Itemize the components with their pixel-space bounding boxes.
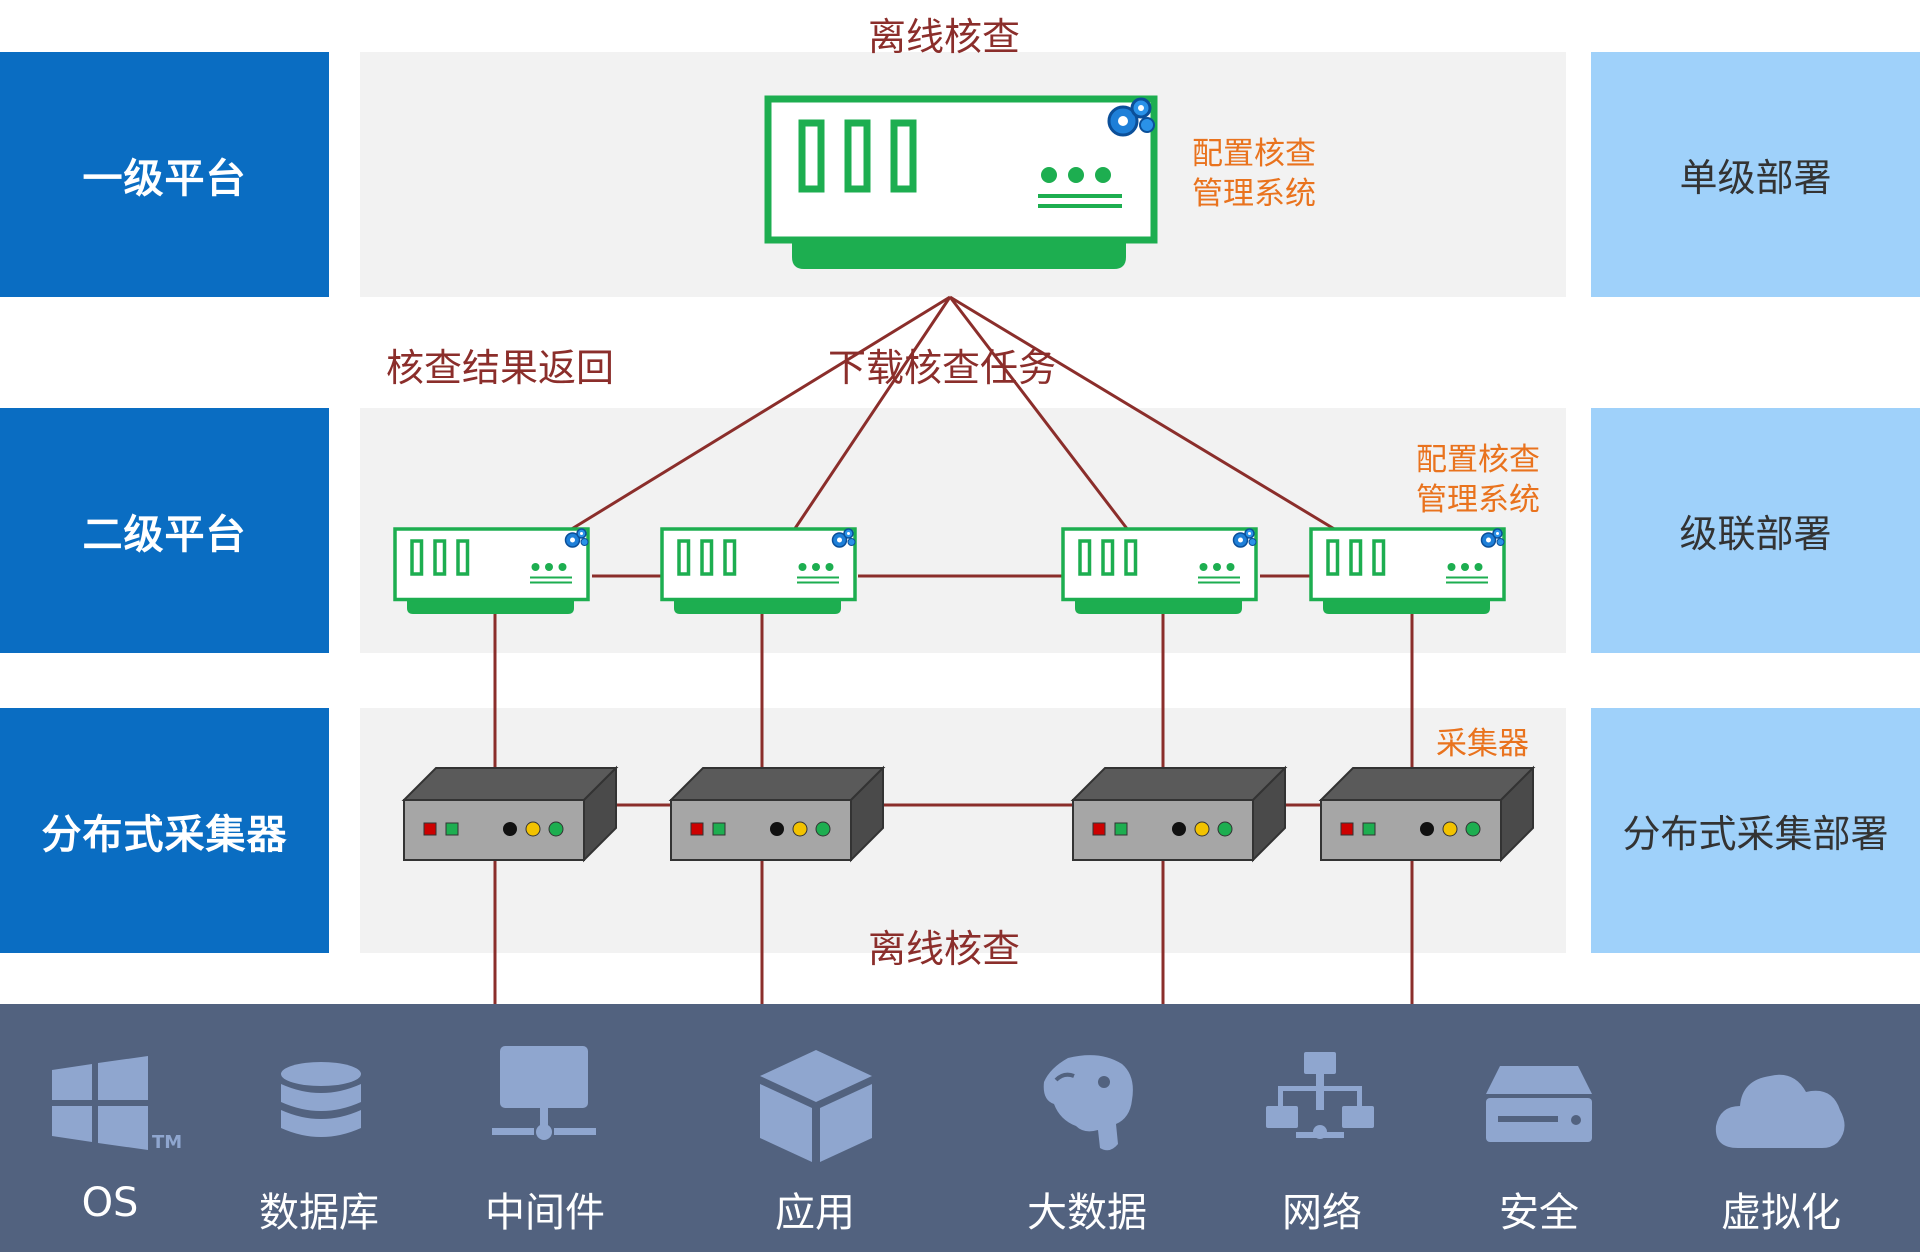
resource-label-os: OS	[81, 1180, 139, 1226]
secondary-server-icon-4	[1309, 527, 1506, 616]
deploy-label-single: 单级部署	[1591, 52, 1920, 297]
resource-label-database: 数据库	[259, 1190, 379, 1236]
main-server-label-line2: 管理系统	[1192, 176, 1316, 212]
download-task-label: 下载核查任务	[828, 346, 1057, 390]
secondary-server-label: 配置核查 管理系统	[1416, 440, 1540, 520]
result-return-label: 核查结果返回	[386, 346, 615, 390]
resource-label-application: 应用	[775, 1190, 855, 1236]
collector-device-icon-4	[1320, 767, 1534, 861]
security-device-icon	[1486, 1066, 1592, 1142]
level-label-primary: 一级平台	[0, 52, 329, 297]
connection-lines	[493, 295, 1414, 1004]
collector-device-icon-2	[670, 767, 884, 861]
elephant-icon	[1043, 1055, 1133, 1151]
secondary-server-label-line1: 配置核查	[1416, 442, 1540, 478]
collector-label: 采集器	[1436, 726, 1529, 762]
level-label-secondary: 二级平台	[0, 408, 329, 653]
deploy-label-cascade: 级联部署	[1591, 408, 1920, 653]
offline-check-bottom-label: 离线核查	[868, 927, 1021, 971]
collector-device-icon-3	[1072, 767, 1286, 861]
secondary-server-label-line2: 管理系统	[1416, 482, 1540, 518]
main-server-label: 配置核查 管理系统	[1192, 134, 1316, 214]
level-label-collector: 分布式采集器	[0, 708, 329, 953]
deploy-label-distributed: 分布式采集部署	[1591, 708, 1920, 953]
main-server-icon	[768, 99, 1154, 269]
resource-label-virtualization: 虚拟化	[1721, 1190, 1841, 1236]
main-server-label-line1: 配置核查	[1192, 136, 1316, 172]
database-icon	[281, 1062, 361, 1137]
svg-text:TM: TM	[152, 1132, 182, 1152]
middleware-icon	[492, 1046, 596, 1140]
offline-check-top-label: 离线核查	[868, 15, 1021, 59]
resource-label-middleware: 中间件	[485, 1190, 605, 1236]
windows-icon: TM	[52, 1056, 182, 1152]
secondary-server-icon-3	[1061, 527, 1258, 616]
resource-label-network: 网络	[1282, 1190, 1362, 1236]
collector-device-icon-1	[403, 767, 617, 861]
application-cube-icon	[760, 1050, 872, 1162]
resource-label-bigdata: 大数据	[1027, 1190, 1147, 1236]
network-icon	[1266, 1052, 1374, 1139]
secondary-server-icon-1	[393, 527, 590, 616]
resource-label-security: 安全	[1499, 1190, 1579, 1236]
secondary-server-icon-2	[660, 527, 857, 616]
cloud-icon	[1715, 1074, 1845, 1148]
